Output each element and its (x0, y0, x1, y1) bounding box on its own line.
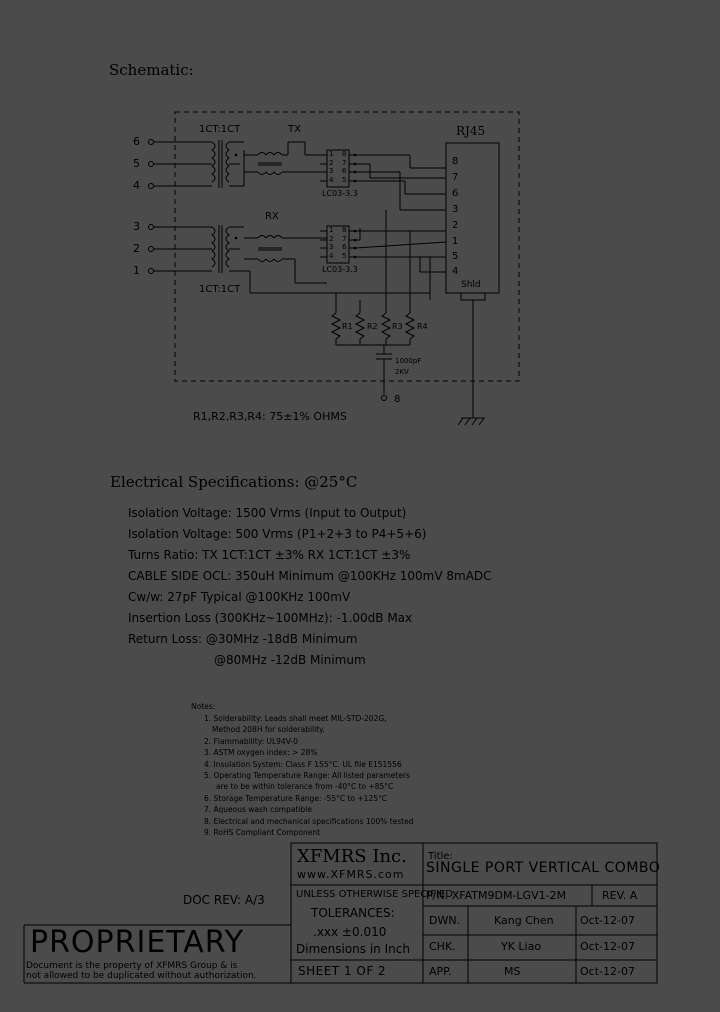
wiring (250, 154, 447, 300)
rj45-pin-6: 6 (452, 188, 459, 199)
note-item: 8. Electrical and mechanical specificati… (204, 817, 414, 826)
rx-label: RX (265, 211, 279, 222)
r1-label: R1 (342, 322, 353, 331)
note-item: are to be within tolerance from -40°C to… (216, 782, 394, 791)
schematic-title: Schematic: (109, 61, 194, 79)
dwn-date: Oct-12-07 (580, 914, 635, 927)
doc-rev: DOC REV: A/3 (183, 893, 265, 907)
dwn-label: DWN. (429, 914, 461, 927)
lc-bottom-label: LC03-3.3 (322, 265, 358, 274)
spec-line: Isolation Voltage: 500 Vrms (P1+2+3 to P… (128, 527, 427, 541)
note-item: 2. Flammability: UL94V-0 (204, 737, 298, 746)
pin-8-label: 8 (394, 394, 401, 405)
spec-line: Return Loss: @30MHz -18dB Minimum (128, 632, 358, 646)
transformer-bottom (211, 225, 327, 293)
note-item: 6. Storage Temperature Range: -55°C to +… (204, 794, 387, 803)
pin-3-label: 3 (133, 220, 140, 233)
notes-title: Notes: (191, 702, 216, 711)
pin-2-label: 2 (133, 242, 140, 255)
disclaimer-line-2: not allowed to be duplicated without aut… (26, 971, 257, 981)
module-outline (174, 111, 520, 382)
tx-label: TX (288, 124, 301, 135)
pin-6-label: 6 (133, 135, 140, 148)
cap-voltage-label: 2KV (395, 368, 409, 376)
rj45-pin-1: 1 (452, 236, 459, 247)
note-item: 9. RoHS Compliant Component (204, 828, 321, 837)
chk-name: YK Liao (501, 940, 542, 953)
note-item: 5. Operating Temperature Range: All list… (204, 771, 410, 780)
app-date: Oct-12-07 (580, 965, 635, 978)
rj45-pin-4: 4 (452, 266, 459, 277)
resistors (330, 293, 416, 346)
rj45-pin-2: 2 (452, 220, 459, 231)
rj45-pin-5: 5 (452, 251, 459, 262)
rj45-pin-8: 8 (452, 156, 459, 167)
chk-date: Oct-12-07 (580, 940, 635, 953)
spec-line: Cw/w: 27pF Typical @100KHz 100mV (128, 590, 351, 604)
r4-label: R4 (417, 322, 428, 331)
r3-label: R3 (392, 322, 403, 331)
rj45-shield (460, 292, 486, 301)
spec-line: Insertion Loss (300KHz~100MHz): -1.00dB … (128, 611, 413, 625)
note-item: 1. Solderability: Leads shall meet MIL-S… (204, 714, 387, 723)
tolerance-line-3: .xxx ±0.010 (313, 925, 387, 939)
schematic-diagram (148, 111, 520, 426)
ratio-bottom-label: 1CT:1CT (199, 284, 241, 295)
lc-chip-bottom (320, 225, 356, 264)
r2-label: R2 (367, 322, 378, 331)
company-website: www.XFMRS.com (297, 868, 405, 881)
pin-1-label: 1 (133, 264, 140, 277)
title-label: Title: (428, 851, 453, 862)
chk-label: CHK. (429, 940, 456, 953)
rj45-pin-7: 7 (452, 172, 459, 183)
lc-chip-top (320, 149, 356, 188)
transformer-top (211, 140, 327, 188)
note-item: 4. Insulation System: Class F 155°C. UL … (204, 760, 402, 769)
spec-line: Turns Ratio: TX 1CT:1CT ±3% RX 1CT:1CT ±… (128, 548, 411, 562)
rj45-pin-3: 3 (452, 204, 459, 215)
capacitor (376, 345, 392, 401)
revision: REV. A (602, 889, 638, 902)
shield-label: Shld (461, 280, 481, 290)
note-item: Method 208H for solderability. (212, 725, 325, 734)
disclaimer-line-1: Document is the property of XFMRS Group … (26, 961, 238, 971)
spec-line: @80MHz -12dB Minimum (214, 653, 366, 667)
company-name: XFMRS Inc. (297, 846, 407, 867)
cap-value-label: 1000pF (395, 357, 422, 365)
lc-top-label: LC03-3.3 (322, 189, 358, 198)
tolerance-line-1: UNLESS OTHERWISE SPECIFIED (296, 889, 453, 900)
ratio-top-label: 1CT:1CT (199, 124, 241, 135)
tolerance-line-2: TOLERANCES: (311, 906, 395, 920)
spec-line: CABLE SIDE OCL: 350uH Minimum @100KHz 10… (128, 569, 492, 583)
app-name: MS (504, 965, 521, 978)
part-number: P/N: XFATM9DM-LGV1-2M (426, 889, 567, 902)
proprietary-label: PROPRIETARY (30, 925, 245, 960)
electrical-title: Electrical Specifications: @25°C (110, 473, 358, 491)
note-item: 7. Aqueous wash compatible (204, 805, 312, 814)
spec-line: Isolation Voltage: 1500 Vrms (Input to O… (128, 506, 407, 520)
pin-5-label: 5 (133, 157, 140, 170)
resistor-note: R1,R2,R3,R4: 75±1% OHMS (193, 410, 347, 423)
note-item: 3. ASTM oxygen index: > 28% (204, 748, 318, 757)
app-label: APP. (429, 965, 452, 978)
tolerance-line-4: Dimensions in Inch (296, 942, 410, 956)
drawing-title: SINGLE PORT VERTICAL COMBO (426, 860, 661, 876)
ground-symbol (457, 417, 485, 426)
rj45-label: RJ45 (456, 124, 486, 138)
dwn-name: Kang Chen (494, 914, 554, 927)
left-pins (148, 139, 212, 274)
sheet-label: SHEET 1 OF 2 (298, 964, 387, 978)
pin-4-label: 4 (133, 179, 140, 192)
